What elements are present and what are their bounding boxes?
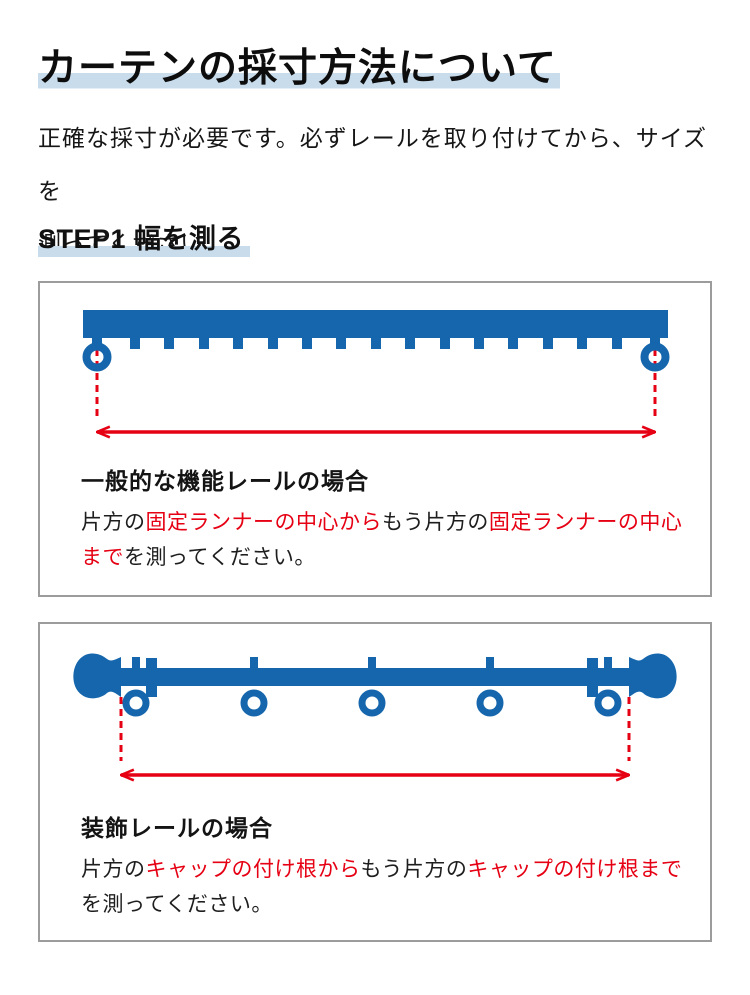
functional-rail-caption: 一般的な機能レールの場合 片方の固定ランナーの中心からもう片方の固定ランナーの中… (81, 466, 694, 575)
decorative-rail-heading: 装飾レールの場合 (81, 815, 273, 841)
end-cap-right (629, 653, 677, 699)
functional-rail-heading: 一般的な機能レールの場合 (81, 468, 369, 494)
bracket-right (587, 658, 598, 697)
curtain-rings (122, 689, 622, 717)
page-title: カーテンの採寸方法について (38, 44, 560, 94)
step1-heading: STEP1 幅を測る (38, 222, 251, 257)
functional-rail-section: 一般的な機能レールの場合 片方の固定ランナーの中心からもう片方の固定ランナーの中… (38, 281, 712, 597)
ring-hangers (132, 657, 612, 669)
rail-bar-group (83, 310, 668, 349)
rail-bar (83, 310, 668, 338)
decorative-rail-caption: 装飾レールの場合 片方のキャップの付け根からもう片方のキャップの付け根までを測っ… (81, 813, 694, 922)
fixed-runner-ring-right (640, 342, 670, 372)
pole-group (73, 653, 677, 699)
decorative-rail-diagram (73, 653, 677, 784)
pole-bar (105, 668, 643, 686)
functional-rail-diagram (82, 310, 670, 453)
intro-line-1: 正確な採寸が必要です。必ずレールを取り付けてから、サイズを (38, 125, 708, 204)
fixed-runner-ring-left (82, 342, 112, 372)
step1-heading-text: STEP1 幅を測る (38, 224, 251, 257)
decorative-rail-section: 装飾レールの場合 片方のキャップの付け根からもう片方のキャップの付け根までを測っ… (38, 622, 712, 942)
functional-rail-instructions: 片方の固定ランナーの中心からもう片方の固定ランナーの中心までを測ってください。 (81, 511, 683, 569)
page-title-text: カーテンの採寸方法について (38, 47, 560, 90)
decorative-rail-instructions: 片方のキャップの付け根からもう片方のキャップの付け根までを測ってください。 (81, 858, 683, 916)
bracket-left (146, 658, 157, 697)
rail-runner-teeth (130, 338, 622, 349)
end-cap-left (73, 653, 121, 699)
